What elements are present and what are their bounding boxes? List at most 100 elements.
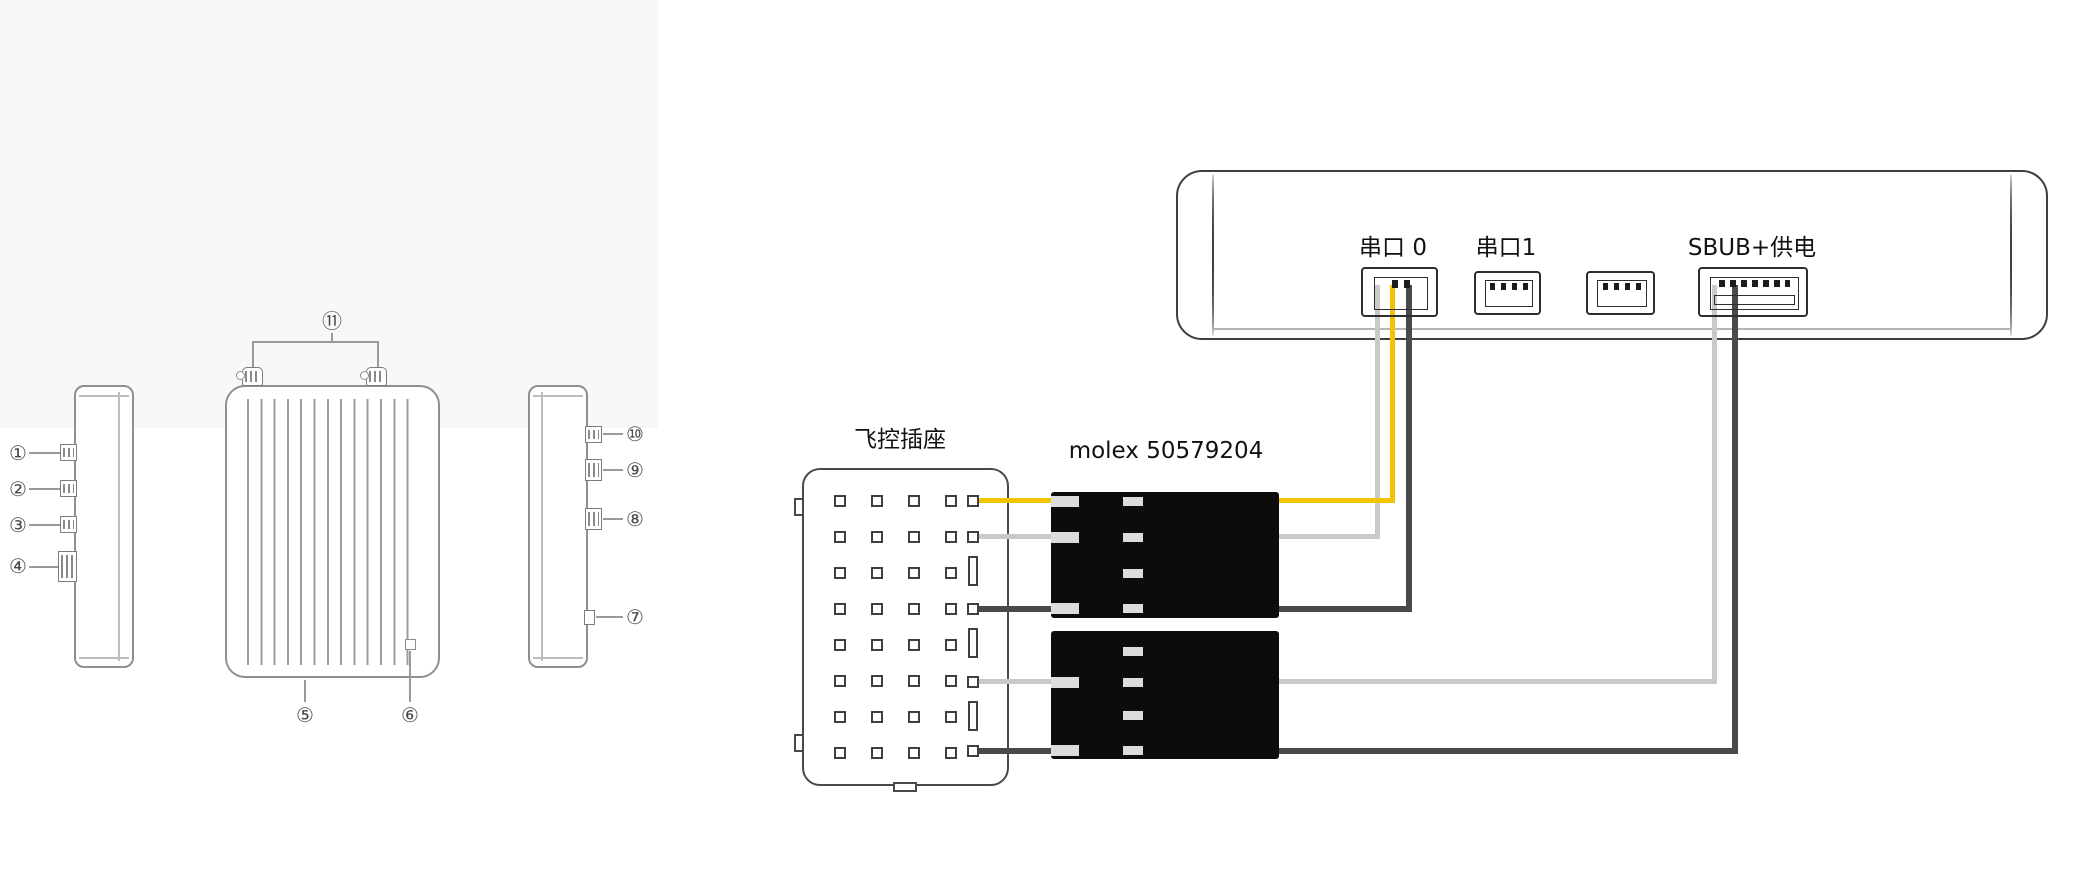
- socket-pin: [834, 531, 846, 543]
- connector-contact: [1123, 678, 1143, 687]
- socket-pin: [908, 711, 920, 723]
- port-sbus-latch: [1714, 295, 1795, 305]
- wire-serial0-gray-vertical: [1375, 285, 1380, 539]
- callout-5-leader-line: [304, 680, 306, 702]
- port-serial1-opening: [1485, 280, 1533, 307]
- callout-11-leader-drop-right: [377, 341, 379, 367]
- antenna-connector-left: [236, 367, 263, 386]
- callout-8-leader-line: [603, 518, 623, 520]
- socket-left-tab-top: [794, 498, 804, 516]
- socket-pin: [967, 495, 979, 507]
- port-label-serial0: 串口 0: [1359, 235, 1427, 261]
- socket-pin: [908, 567, 920, 579]
- callout-3-leader-line: [29, 524, 60, 526]
- wire-serial0-yellow-vertical: [1390, 285, 1395, 503]
- socket-pin: [945, 675, 957, 687]
- receiver-right-edge-line: [2010, 174, 2012, 336]
- port-sbus-pins: [1719, 280, 1790, 287]
- socket-slot: [968, 556, 978, 586]
- crimp-contact: [1051, 496, 1079, 507]
- wire-sbus-dark-vertical: [1732, 285, 1738, 754]
- port-serial0: [1361, 267, 1438, 317]
- callout-11: ⑪: [322, 309, 342, 333]
- right-view-connector-9: [585, 459, 602, 481]
- callout-10-leader-line: [603, 433, 623, 435]
- socket-pin: [834, 603, 846, 615]
- socket-pin: [967, 676, 979, 688]
- socket-pin: [908, 747, 920, 759]
- port-serial1: [1474, 271, 1541, 315]
- callout-1: ①: [9, 441, 27, 465]
- socket-pin: [908, 495, 920, 507]
- receiver-left-edge-line: [1212, 174, 1214, 336]
- socket-pin: [834, 747, 846, 759]
- socket-pin: [871, 495, 883, 507]
- socket-left-tab-bottom: [794, 734, 804, 752]
- connector-contact: [1123, 746, 1143, 755]
- callout-6-leader-line: [409, 651, 411, 702]
- socket-slot: [968, 628, 978, 658]
- port-aux-opening: [1597, 280, 1647, 307]
- socket-pin-grid: [834, 495, 957, 759]
- left-view-connector-1: [60, 444, 77, 461]
- port-sbus-opening: [1710, 277, 1799, 310]
- antenna-nub-left: [236, 371, 245, 380]
- molex-connector-label: molex 50579204: [1068, 438, 1264, 464]
- device-right-view-top-line: [533, 395, 583, 397]
- socket-bottom-tab: [893, 782, 917, 792]
- right-view-connector-7: [584, 610, 595, 625]
- crimp-contact: [1051, 603, 1079, 614]
- device-right-view-edge-line: [541, 392, 543, 661]
- connector-contact: [1123, 604, 1143, 613]
- molex-connector-1: [1051, 492, 1279, 618]
- socket-pin: [945, 603, 957, 615]
- device-right-view-bottom-line: [533, 657, 583, 659]
- socket-pin: [871, 675, 883, 687]
- callout-4-leader-line: [29, 566, 58, 568]
- socket-pin: [834, 711, 846, 723]
- socket-pin: [908, 675, 920, 687]
- flight-controller-socket: [802, 468, 1009, 786]
- socket-pin: [945, 567, 957, 579]
- socket-pin: [834, 567, 846, 579]
- wire-sbus-dark-horizontal: [979, 748, 1738, 754]
- socket-label: 飞控插座: [854, 427, 946, 453]
- port-label-sbus-power: SBUB+供电: [1687, 235, 1817, 261]
- socket-pin: [834, 495, 846, 507]
- right-view-connector-10: [585, 426, 602, 443]
- callout-5: ⑤: [296, 703, 314, 727]
- socket-pin: [967, 603, 979, 615]
- socket-pin: [945, 711, 957, 723]
- left-view-connector-3: [60, 516, 77, 533]
- callout-1-leader-line: [29, 452, 60, 454]
- device-left-view: [74, 385, 134, 668]
- receiver-bottom-seam-line: [1214, 328, 2010, 330]
- socket-pin: [945, 531, 957, 543]
- port-aux: [1586, 271, 1655, 315]
- callout-11-leader-stem: [331, 333, 333, 341]
- connector-contact: [1123, 569, 1143, 578]
- crimp-contact: [1051, 745, 1079, 756]
- crimp-contact: [1051, 532, 1079, 543]
- socket-pin: [871, 603, 883, 615]
- socket-pin: [908, 531, 920, 543]
- left-view-connector-4: [58, 551, 77, 582]
- callout-2-leader-line: [29, 488, 60, 490]
- callout-11-leader-drop-left: [252, 341, 254, 367]
- port-label-serial1: 串口1: [1475, 235, 1537, 261]
- callout-10: ⑩: [626, 422, 644, 446]
- antenna-nub-right: [360, 371, 369, 380]
- callout-7-leader-line: [596, 616, 623, 618]
- receiver-device-body: [1176, 170, 2048, 340]
- wire-sbus-gray-horizontal: [979, 679, 1717, 684]
- antenna-connector-right: [360, 367, 387, 386]
- callout-6: ⑥: [401, 703, 419, 727]
- port-sbus-power: [1698, 267, 1808, 317]
- socket-pin: [871, 639, 883, 651]
- socket-pin: [945, 639, 957, 651]
- socket-slot: [968, 701, 978, 731]
- connector-contact: [1123, 497, 1143, 506]
- port-serial1-pins: [1490, 283, 1528, 290]
- molex-connector-2: [1051, 631, 1279, 759]
- device-left-view-edge-line: [118, 392, 120, 661]
